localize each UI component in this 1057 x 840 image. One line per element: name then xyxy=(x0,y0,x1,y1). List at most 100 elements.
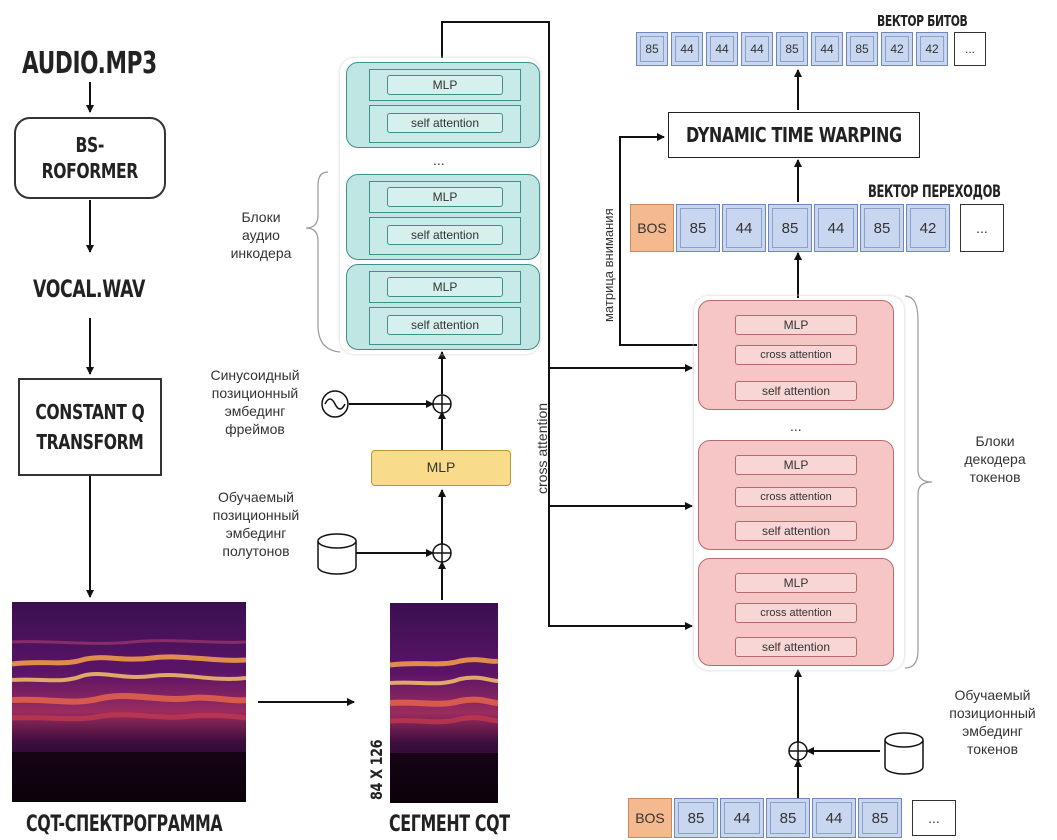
decoder-mlp-2: MLP xyxy=(735,455,857,475)
beat-token: 44 xyxy=(671,32,703,66)
beat-token: 42 xyxy=(916,32,948,66)
semitone-embedding-label: Обучаемый позиционный эмбединг полутонов xyxy=(196,488,316,560)
decoder-block-mid: MLP cross attention self attention xyxy=(698,440,894,550)
bs-roformer-line1: BS- xyxy=(75,133,105,157)
input-token-vector: BOS 85 44 85 44 85 ... xyxy=(628,798,968,838)
input-token: 44 xyxy=(720,798,764,838)
encoder-mlp-1: MLP xyxy=(387,75,503,95)
decoder-label-line3: токенов xyxy=(969,469,1021,485)
encoder-label-line2: аудио xyxy=(242,227,280,243)
semitone-line1: Обучаемый xyxy=(218,489,294,505)
transition-token-ellipsis: ... xyxy=(960,204,1004,252)
audio-mp3-label: AUDIO.MP3 xyxy=(22,46,157,81)
decoder-block-bottom: MLP cross attention self attention xyxy=(698,558,894,666)
encoder-blocks-label: Блоки аудио инкодера xyxy=(216,208,306,262)
encoder-mlp-3: MLP xyxy=(387,277,503,297)
input-token: 85 xyxy=(766,798,810,838)
encoder-block-bottom: MLP self attention xyxy=(346,264,540,350)
sinusoidal-line4: фреймов xyxy=(225,421,285,437)
input-token: 85 xyxy=(674,798,718,838)
transition-token: 85 xyxy=(768,204,812,252)
encoder-block-top: MLP self attention xyxy=(346,62,540,148)
transition-token-bos: BOS xyxy=(630,204,674,252)
segment-size-label: 84 X 126 xyxy=(367,739,386,800)
encoder-block-mid: MLP self attention xyxy=(346,174,540,260)
database-cylinder-icon-right xyxy=(884,732,924,775)
sinusoidal-line1: Синусоидный xyxy=(210,367,300,383)
beat-token: 44 xyxy=(741,32,773,66)
decoder-ellipsis: ... xyxy=(790,418,802,434)
encoder-self-attention-1: self attention xyxy=(387,113,503,133)
database-cylinder-icon xyxy=(317,533,357,575)
encoder-self-attention-2: self attention xyxy=(387,225,503,245)
bs-roformer-line2: ROFORMER xyxy=(41,159,139,183)
decoder-mlp-3: MLP xyxy=(735,573,857,593)
decoder-cross-attention-3: cross attention xyxy=(735,603,857,623)
beat-token: 85 xyxy=(846,32,878,66)
cqt-spectrogram-image xyxy=(12,602,246,802)
token-emb-line2: позиционный xyxy=(949,705,1036,721)
encoder-ellipsis: ... xyxy=(433,152,445,168)
beat-token: 42 xyxy=(881,32,913,66)
cqt-spectrogram-label: CQT-СПЕКТРОГРАММА xyxy=(26,812,223,837)
token-emb-line4: токенов xyxy=(966,741,1019,757)
decoder-brace xyxy=(904,295,933,669)
sinusoidal-line3: эмбединг xyxy=(224,403,286,419)
beat-vector-title: ВЕКТОР БИТОВ xyxy=(877,12,968,30)
input-token-ellipsis: ... xyxy=(912,800,956,836)
beat-token: 85 xyxy=(776,32,808,66)
transition-token: 44 xyxy=(814,204,858,252)
input-token: 44 xyxy=(812,798,856,838)
semitone-line2: позиционный xyxy=(212,507,300,523)
encoder-mlp-2: MLP xyxy=(387,187,503,207)
dtw-box: DYNAMIC TIME WARPING xyxy=(668,112,920,158)
input-token: 85 xyxy=(858,798,902,838)
decoder-block-top: MLP cross attention self attention xyxy=(698,300,894,410)
decoder-cross-attention-2: cross attention xyxy=(735,487,857,507)
input-mlp-box: MLP xyxy=(371,450,511,486)
beat-token-ellipsis: ... xyxy=(954,32,986,66)
decoder-blocks-label: Блоки декодера токенов xyxy=(940,432,1050,486)
decoder-mlp-1: MLP xyxy=(735,315,857,335)
sinusoidal-embedding-label: Синусоидный позиционный эмбединг фреймов xyxy=(190,366,320,438)
encoder-self-attention-3: self attention xyxy=(387,315,503,335)
encoder-brace xyxy=(305,171,341,353)
token-embedding-label: Обучаемый позиционный эмбединг токенов xyxy=(930,686,1055,758)
dtw-label: DYNAMIC TIME WARPING xyxy=(686,123,902,147)
decoder-label-line1: Блоки xyxy=(975,433,1015,449)
beat-token: 85 xyxy=(636,32,668,66)
bs-roformer-box: BS- ROFORMER xyxy=(14,117,166,199)
cqt-line1: CONSTANT Q xyxy=(35,400,145,424)
sine-wave-icon xyxy=(321,390,349,418)
sinusoidal-line2: позиционный xyxy=(211,385,299,401)
decoder-cross-attention-1: cross attention xyxy=(735,345,857,365)
beat-token: 44 xyxy=(706,32,738,66)
beat-token: 44 xyxy=(811,32,843,66)
cqt-segment-label: СЕГМЕНТ CQT xyxy=(389,812,510,837)
transition-token: 44 xyxy=(722,204,766,252)
transition-vector-title: ВЕКТОР ПЕРЕХОДОВ xyxy=(868,182,1001,202)
decoder-label-line2: декодера xyxy=(964,451,1026,467)
semitone-line4: полутонов xyxy=(222,543,290,559)
attention-matrix-vertical-label: матрица внимания xyxy=(601,208,616,322)
token-emb-line1: Обучаемый xyxy=(954,687,1031,703)
transition-token: 85 xyxy=(860,204,904,252)
vocal-wav-label: VOCAL.WAV xyxy=(33,275,146,303)
cqt-segment-image xyxy=(390,603,498,803)
token-emb-line3: эмбединг xyxy=(962,723,1023,739)
transition-token: 42 xyxy=(906,204,950,252)
cqt-line2: TRANSFORM xyxy=(36,430,144,454)
constant-q-transform-box: CONSTANT Q TRANSFORM xyxy=(18,378,162,476)
decoder-self-attention-3: self attention xyxy=(735,637,857,657)
decoder-self-attention-2: self attention xyxy=(735,521,857,541)
cross-attention-vertical-label: cross attention xyxy=(534,402,550,494)
beat-vector: 85 44 44 44 85 44 85 42 42 ... xyxy=(636,32,988,66)
encoder-label-line1: Блоки xyxy=(241,209,281,225)
encoder-label-line3: инкодера xyxy=(230,245,292,261)
transition-token: 85 xyxy=(676,204,720,252)
decoder-self-attention-1: self attention xyxy=(735,381,857,401)
transition-vector: BOS 85 44 85 44 85 42 ... xyxy=(630,204,1010,252)
input-token-bos: BOS xyxy=(628,798,672,838)
semitone-line3: эмбединг xyxy=(225,525,287,541)
